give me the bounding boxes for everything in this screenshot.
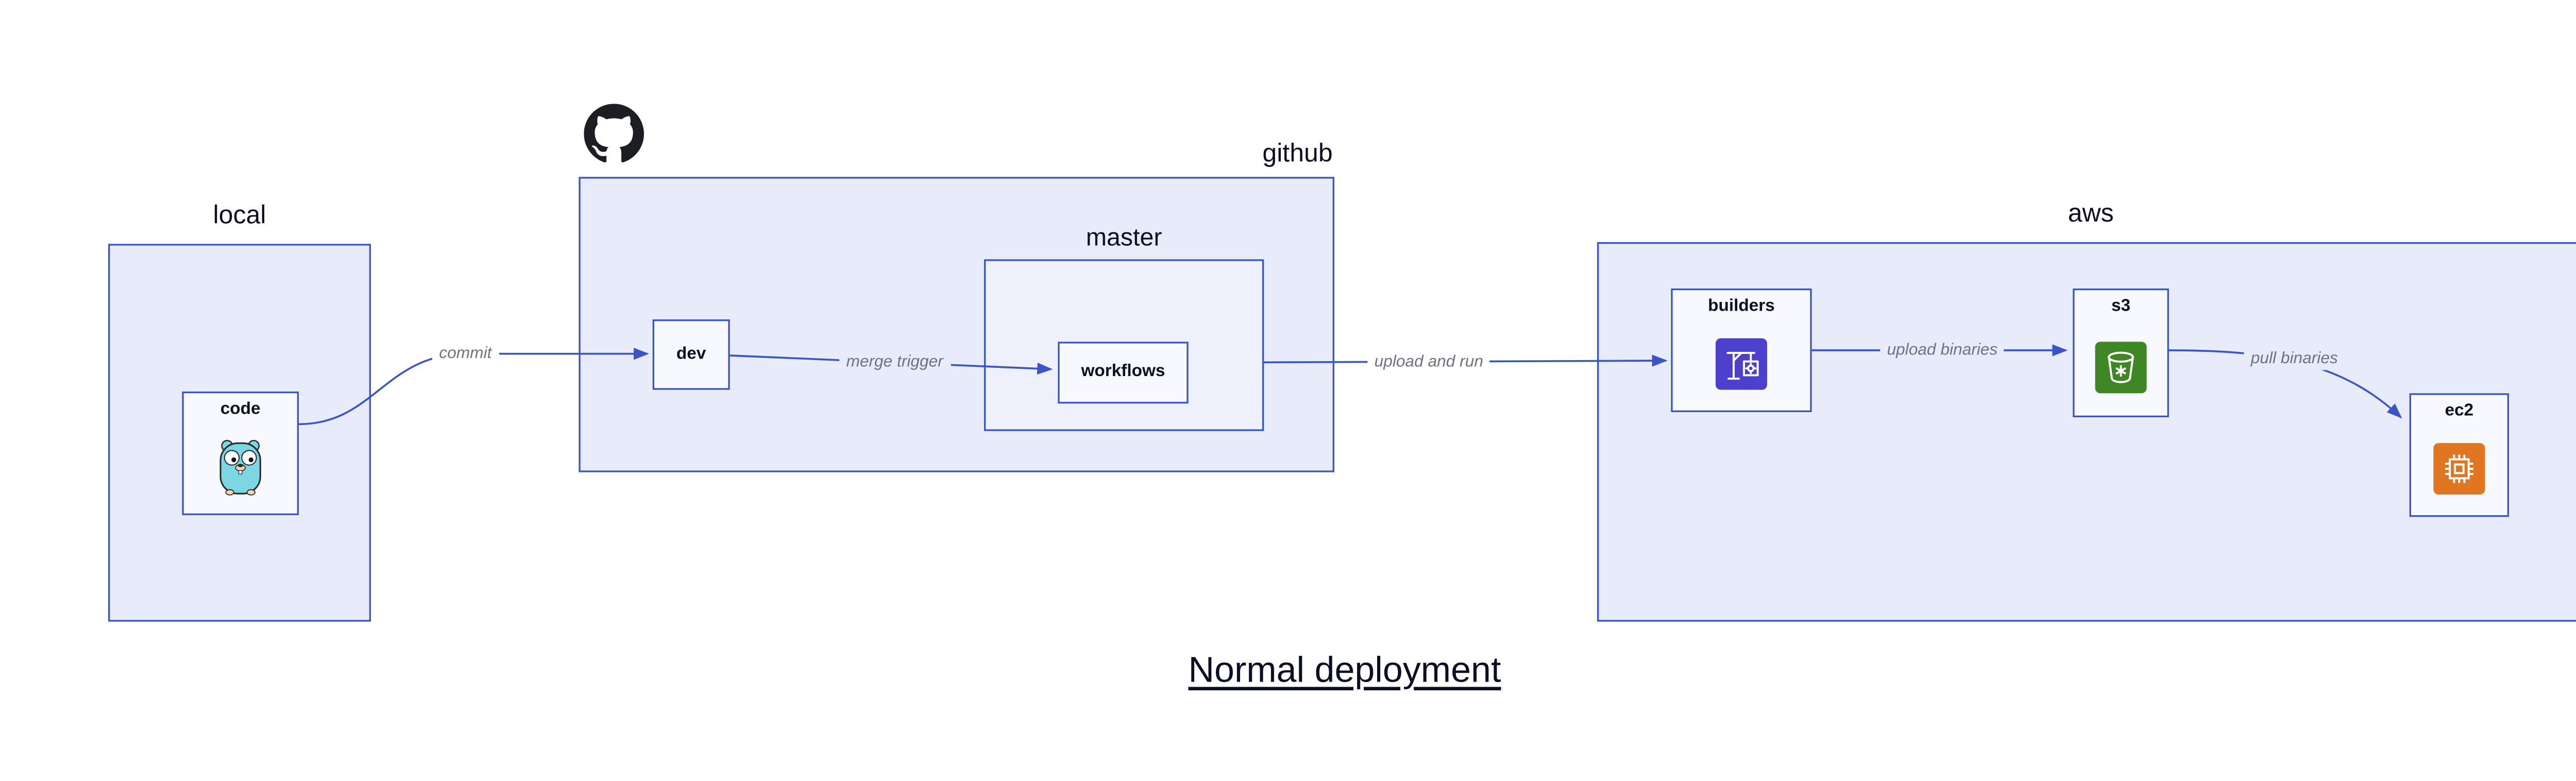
go-gopher-icon bbox=[184, 421, 297, 514]
aws-group-label: aws bbox=[2067, 199, 2114, 229]
aws-group: aws builders bbox=[1597, 199, 2576, 622]
local-group-label: local bbox=[213, 200, 266, 230]
edge-upload-binaries-label: upload binaries bbox=[1880, 339, 2005, 362]
aws-codebuild-crane-icon bbox=[1673, 318, 1810, 411]
dev-node-label: dev bbox=[676, 344, 706, 363]
code-node: code bbox=[182, 391, 299, 515]
edge-pull-binaries-label: pull binaries bbox=[2244, 347, 2345, 370]
master-group-label: master bbox=[1086, 225, 1162, 252]
github-octocat-icon bbox=[584, 103, 644, 163]
dev-node: dev bbox=[652, 319, 730, 390]
edge-commit-label: commit bbox=[432, 342, 499, 365]
master-group: master workflows bbox=[984, 225, 1264, 431]
github-group-label: github bbox=[1262, 139, 1333, 168]
aws-ec2-chip-icon bbox=[2411, 422, 2507, 515]
workflows-node: workflows bbox=[1058, 342, 1189, 404]
edge-upload-and-run-label: upload and run bbox=[1367, 351, 1490, 373]
diagram-title: Normal deployment bbox=[1188, 651, 1501, 690]
s3-node: s3 bbox=[2073, 288, 2169, 417]
s3-node-label: s3 bbox=[2111, 297, 2131, 316]
ec2-node: ec2 bbox=[2409, 393, 2509, 517]
workflows-node-label: workflows bbox=[1081, 362, 1165, 381]
builders-node-label: builders bbox=[1708, 297, 1775, 316]
local-group: local code bbox=[108, 201, 371, 622]
github-group: github dev master workflows bbox=[579, 104, 1334, 472]
aws-s3-bucket-icon bbox=[2075, 318, 2167, 416]
code-node-label: code bbox=[220, 400, 261, 419]
builders-node: builders bbox=[1671, 288, 1812, 412]
edge-merge-trigger-label: merge trigger bbox=[839, 351, 951, 373]
ec2-node-label: ec2 bbox=[2445, 401, 2474, 421]
